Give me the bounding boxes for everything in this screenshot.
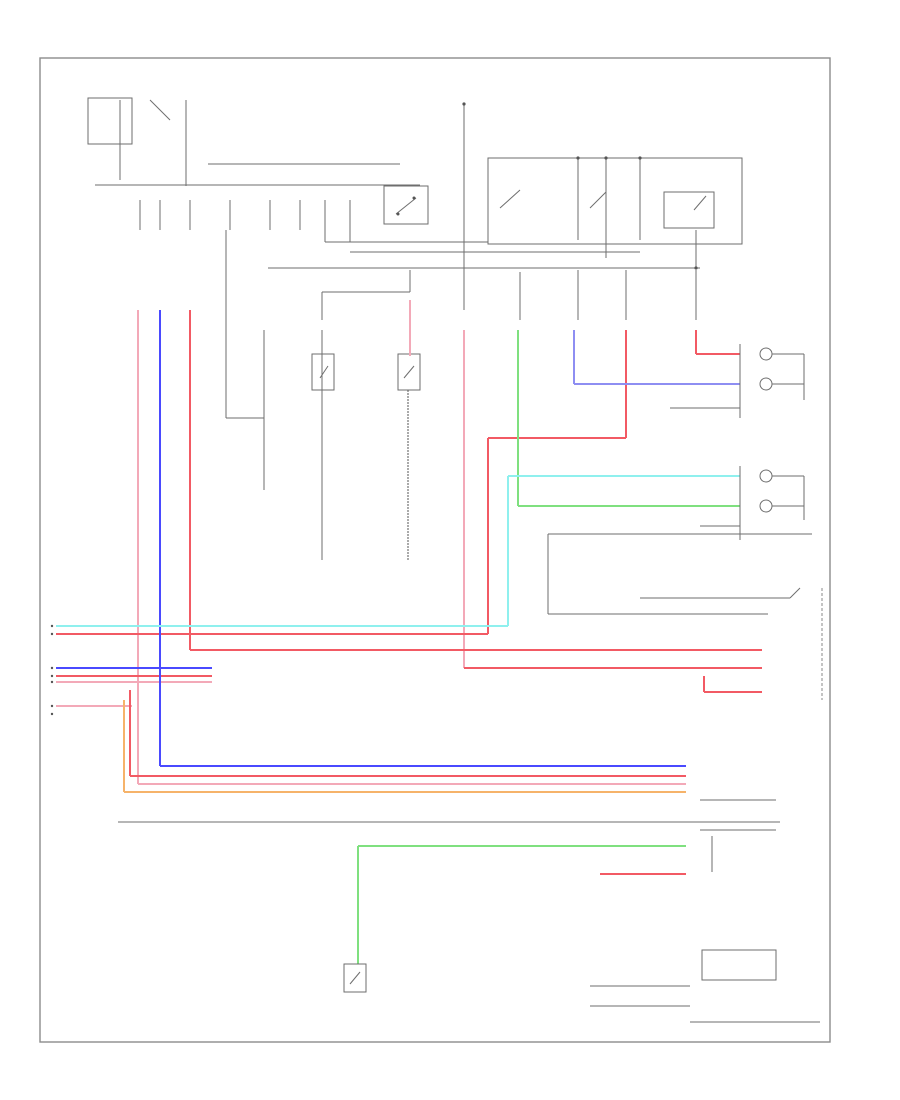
relay-block-outline	[487, 157, 743, 245]
junction-dots	[462, 102, 698, 270]
switch-right	[397, 353, 421, 560]
right-lamp-connector	[670, 344, 805, 418]
switch-left	[311, 330, 335, 560]
control-module	[87, 97, 488, 243]
left-lamp-connector	[700, 466, 805, 540]
left-terminals	[50, 624, 54, 716]
lower-right-module	[701, 949, 777, 981]
relay-block	[487, 157, 743, 268]
diagram-frame	[39, 57, 831, 1043]
lower-switch	[343, 963, 367, 993]
connector-row	[321, 270, 697, 320]
relay-box-1	[383, 185, 429, 225]
fuse-block	[87, 97, 133, 145]
relay-box-2	[663, 191, 715, 229]
